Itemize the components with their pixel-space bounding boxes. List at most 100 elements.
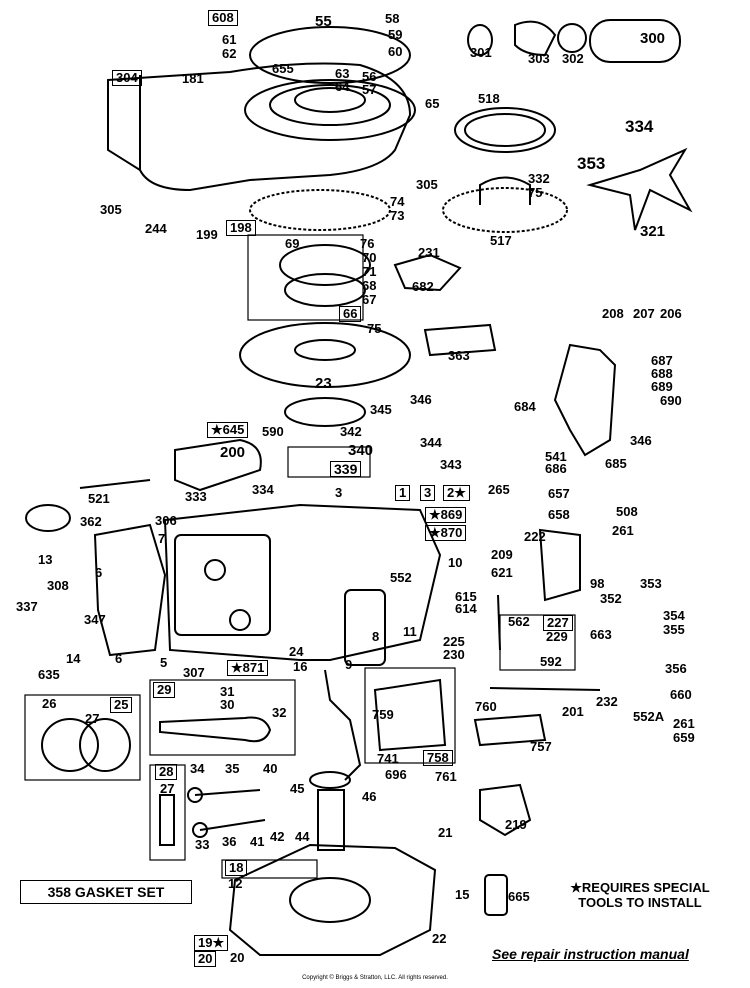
part-label-508: 508 [616,504,638,519]
part-label-261-lower: 261 [673,716,695,731]
part-label-60: 60 [388,44,403,59]
repair-manual-note: See repair instruction manual [492,946,689,962]
part-label-521: 521 [88,491,110,506]
part-label-265: 265 [488,482,510,497]
part-label-27-piston: 27 [85,711,100,726]
part-label-200: 200 [220,444,246,461]
part-label-34: 34 [190,761,205,776]
crankcase-sump-shape [228,843,437,956]
part-label-760: 760 [475,699,497,714]
part-label-16: 16 [293,659,308,674]
part-label-46: 46 [362,789,377,804]
part-label-201: 201 [562,704,584,719]
part-label-690: 690 [660,393,682,408]
part-label-2-number: 2 [447,485,455,500]
part-label-870-number: 870 [440,525,463,540]
part-label-3: 3 [335,485,343,500]
part-label-18: 18 [225,860,248,876]
rotating-screen-shape [454,107,556,153]
part-label-332: 332 [528,171,550,186]
part-label-20: 20 [230,950,245,965]
part-label-761: 761 [435,769,457,784]
part-label-1: 1 [395,485,411,501]
part-label-222: 222 [524,529,546,544]
part-label-74: 74 [390,194,405,209]
part-label-614: 614 [455,601,477,616]
part-label-339: 339 [330,461,362,477]
part-label-19: 19★ [194,935,229,951]
part-label-198: 198 [226,220,256,236]
part-label-24: 24 [289,644,304,659]
cylinder-block-shape [163,503,442,661]
part-label-15: 15 [455,887,470,902]
part-label-307: 307 [183,665,205,680]
part-label-75-top: 75 [528,185,543,200]
control-bracket-shape [553,343,617,457]
part-label-759: 759 [372,707,394,722]
part-label-230: 230 [443,647,465,662]
part-label-346-top: 346 [410,392,432,407]
part-label-353-lower: 353 [640,576,662,591]
part-label-590: 590 [262,424,284,439]
part-label-869: ★869 [425,507,467,523]
part-label-306: 306 [155,513,177,528]
part-label-682: 682 [412,279,434,294]
part-label-334: 334 [625,117,654,136]
part-label-352: 352 [600,591,622,606]
part-label-63: 63 [335,66,350,81]
part-label-33: 33 [195,837,210,852]
part-label-518: 518 [478,91,500,106]
part-label-29: 29 [153,682,176,698]
part-label-261-top: 261 [612,523,634,538]
part-label-344: 344 [420,435,442,450]
part-label-655: 655 [272,61,294,76]
part-label-67: 67 [362,292,377,307]
part-label-659: 659 [673,730,695,745]
part-label-3-box: 3 [420,485,436,501]
part-label-2: 2★ [443,485,470,501]
part-label-209: 209 [491,547,513,562]
part-label-44: 44 [295,829,310,844]
part-label-305-left: 305 [100,202,122,217]
part-label-657: 657 [548,486,570,501]
part-label-686: 686 [545,461,567,476]
grass-screen-shape [442,187,568,233]
part-label-206: 206 [660,306,682,321]
part-label-56: 56 [362,69,377,84]
part-label-337: 337 [16,599,38,614]
part-label-308: 308 [47,578,69,593]
part-label-31: 31 [220,684,235,699]
part-label-66: 66 [339,306,362,322]
part-label-244: 244 [145,221,167,236]
part-label-870: ★870 [425,525,467,541]
part-label-27-pin: 27 [160,781,175,796]
part-label-98: 98 [590,576,605,591]
part-label-181: 181 [182,71,204,86]
part-label-621: 621 [491,565,513,580]
part-label-871: ★871 [227,660,269,676]
part-label-19-number: 19 [198,935,213,950]
part-label-219: 219 [505,817,527,832]
part-label-362: 362 [80,514,102,529]
part-label-229: 229 [546,629,568,644]
part-label-59: 59 [388,27,403,42]
rewind-starter-shape [249,26,411,84]
part-label-28: 28 [155,764,178,780]
part-label-64: 64 [335,79,350,94]
part-label-68: 68 [362,278,377,293]
part-label-10: 10 [448,555,463,570]
part-label-353: 353 [577,154,606,173]
part-label-321: 321 [640,223,666,240]
part-label-73: 73 [390,208,405,223]
copyright-footer: Copyright © Briggs & Stratton, LLC. All … [302,975,448,981]
part-label-5: 5 [160,655,168,670]
part-label-45: 45 [290,781,305,796]
air-filter-cartridge-shape [589,19,681,63]
part-label-225: 225 [443,634,465,649]
part-label-7: 7 [158,531,166,546]
part-label-32: 32 [272,705,287,720]
flywheel-shape [239,322,411,388]
part-label-552: 552 [390,570,412,585]
part-label-342: 342 [340,424,362,439]
